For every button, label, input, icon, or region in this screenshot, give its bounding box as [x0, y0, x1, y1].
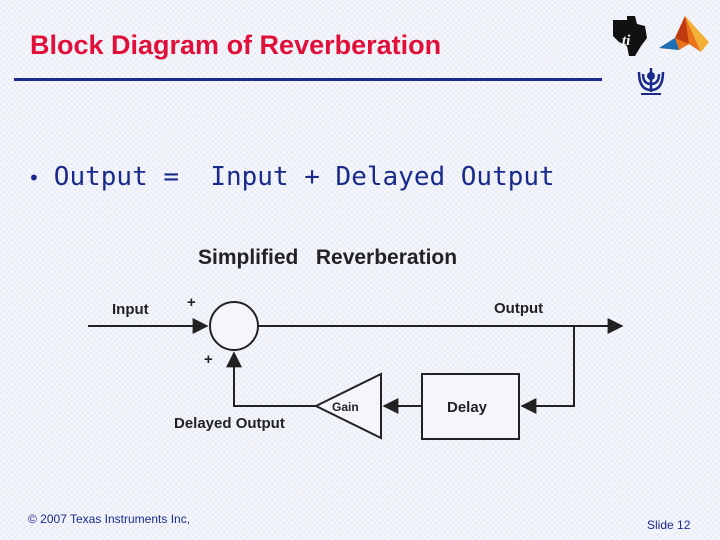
plus-sign-top: + — [187, 294, 196, 311]
gain-label: Gain — [332, 400, 359, 414]
copyright-footer: © 2007 Texas Instruments Inc, — [28, 512, 191, 526]
bullet-text: Output = Input + Delayed Output — [53, 162, 555, 192]
slide-number-footer: Slide 12 — [647, 518, 690, 532]
feedback-line-right — [520, 326, 575, 414]
slide-title: Block Diagram of Reverberation — [30, 30, 442, 60]
output-label: Output — [494, 300, 543, 317]
svg-text:ti: ti — [622, 33, 631, 49]
delayed-output-label: Delayed Output — [174, 415, 285, 432]
delay-block — [421, 373, 520, 440]
slide-number: 12 — [677, 518, 691, 532]
reverberation-block-diagram: Simplified Reverberation Input + Output … — [88, 246, 624, 440]
gain-block — [313, 372, 382, 440]
tel-aviv-university-logo — [637, 68, 665, 95]
slide-label: Slide — [647, 518, 674, 532]
logos: ti — [613, 16, 709, 95]
plus-sign-bottom: + — [204, 351, 213, 368]
diagram-title: Simplified Reverberation — [198, 246, 457, 269]
matlab-logo — [659, 16, 709, 52]
texas-instruments-logo: ti — [613, 16, 647, 56]
input-label: Input — [112, 301, 149, 318]
summing-junction — [209, 301, 259, 351]
bullet-equation: • Output = Input + Delayed Output — [28, 162, 555, 192]
delay-label: Delay — [447, 399, 488, 416]
feedback-line-left — [226, 351, 316, 407]
bullet-dot: • — [28, 166, 40, 190]
title-underline — [14, 78, 602, 81]
